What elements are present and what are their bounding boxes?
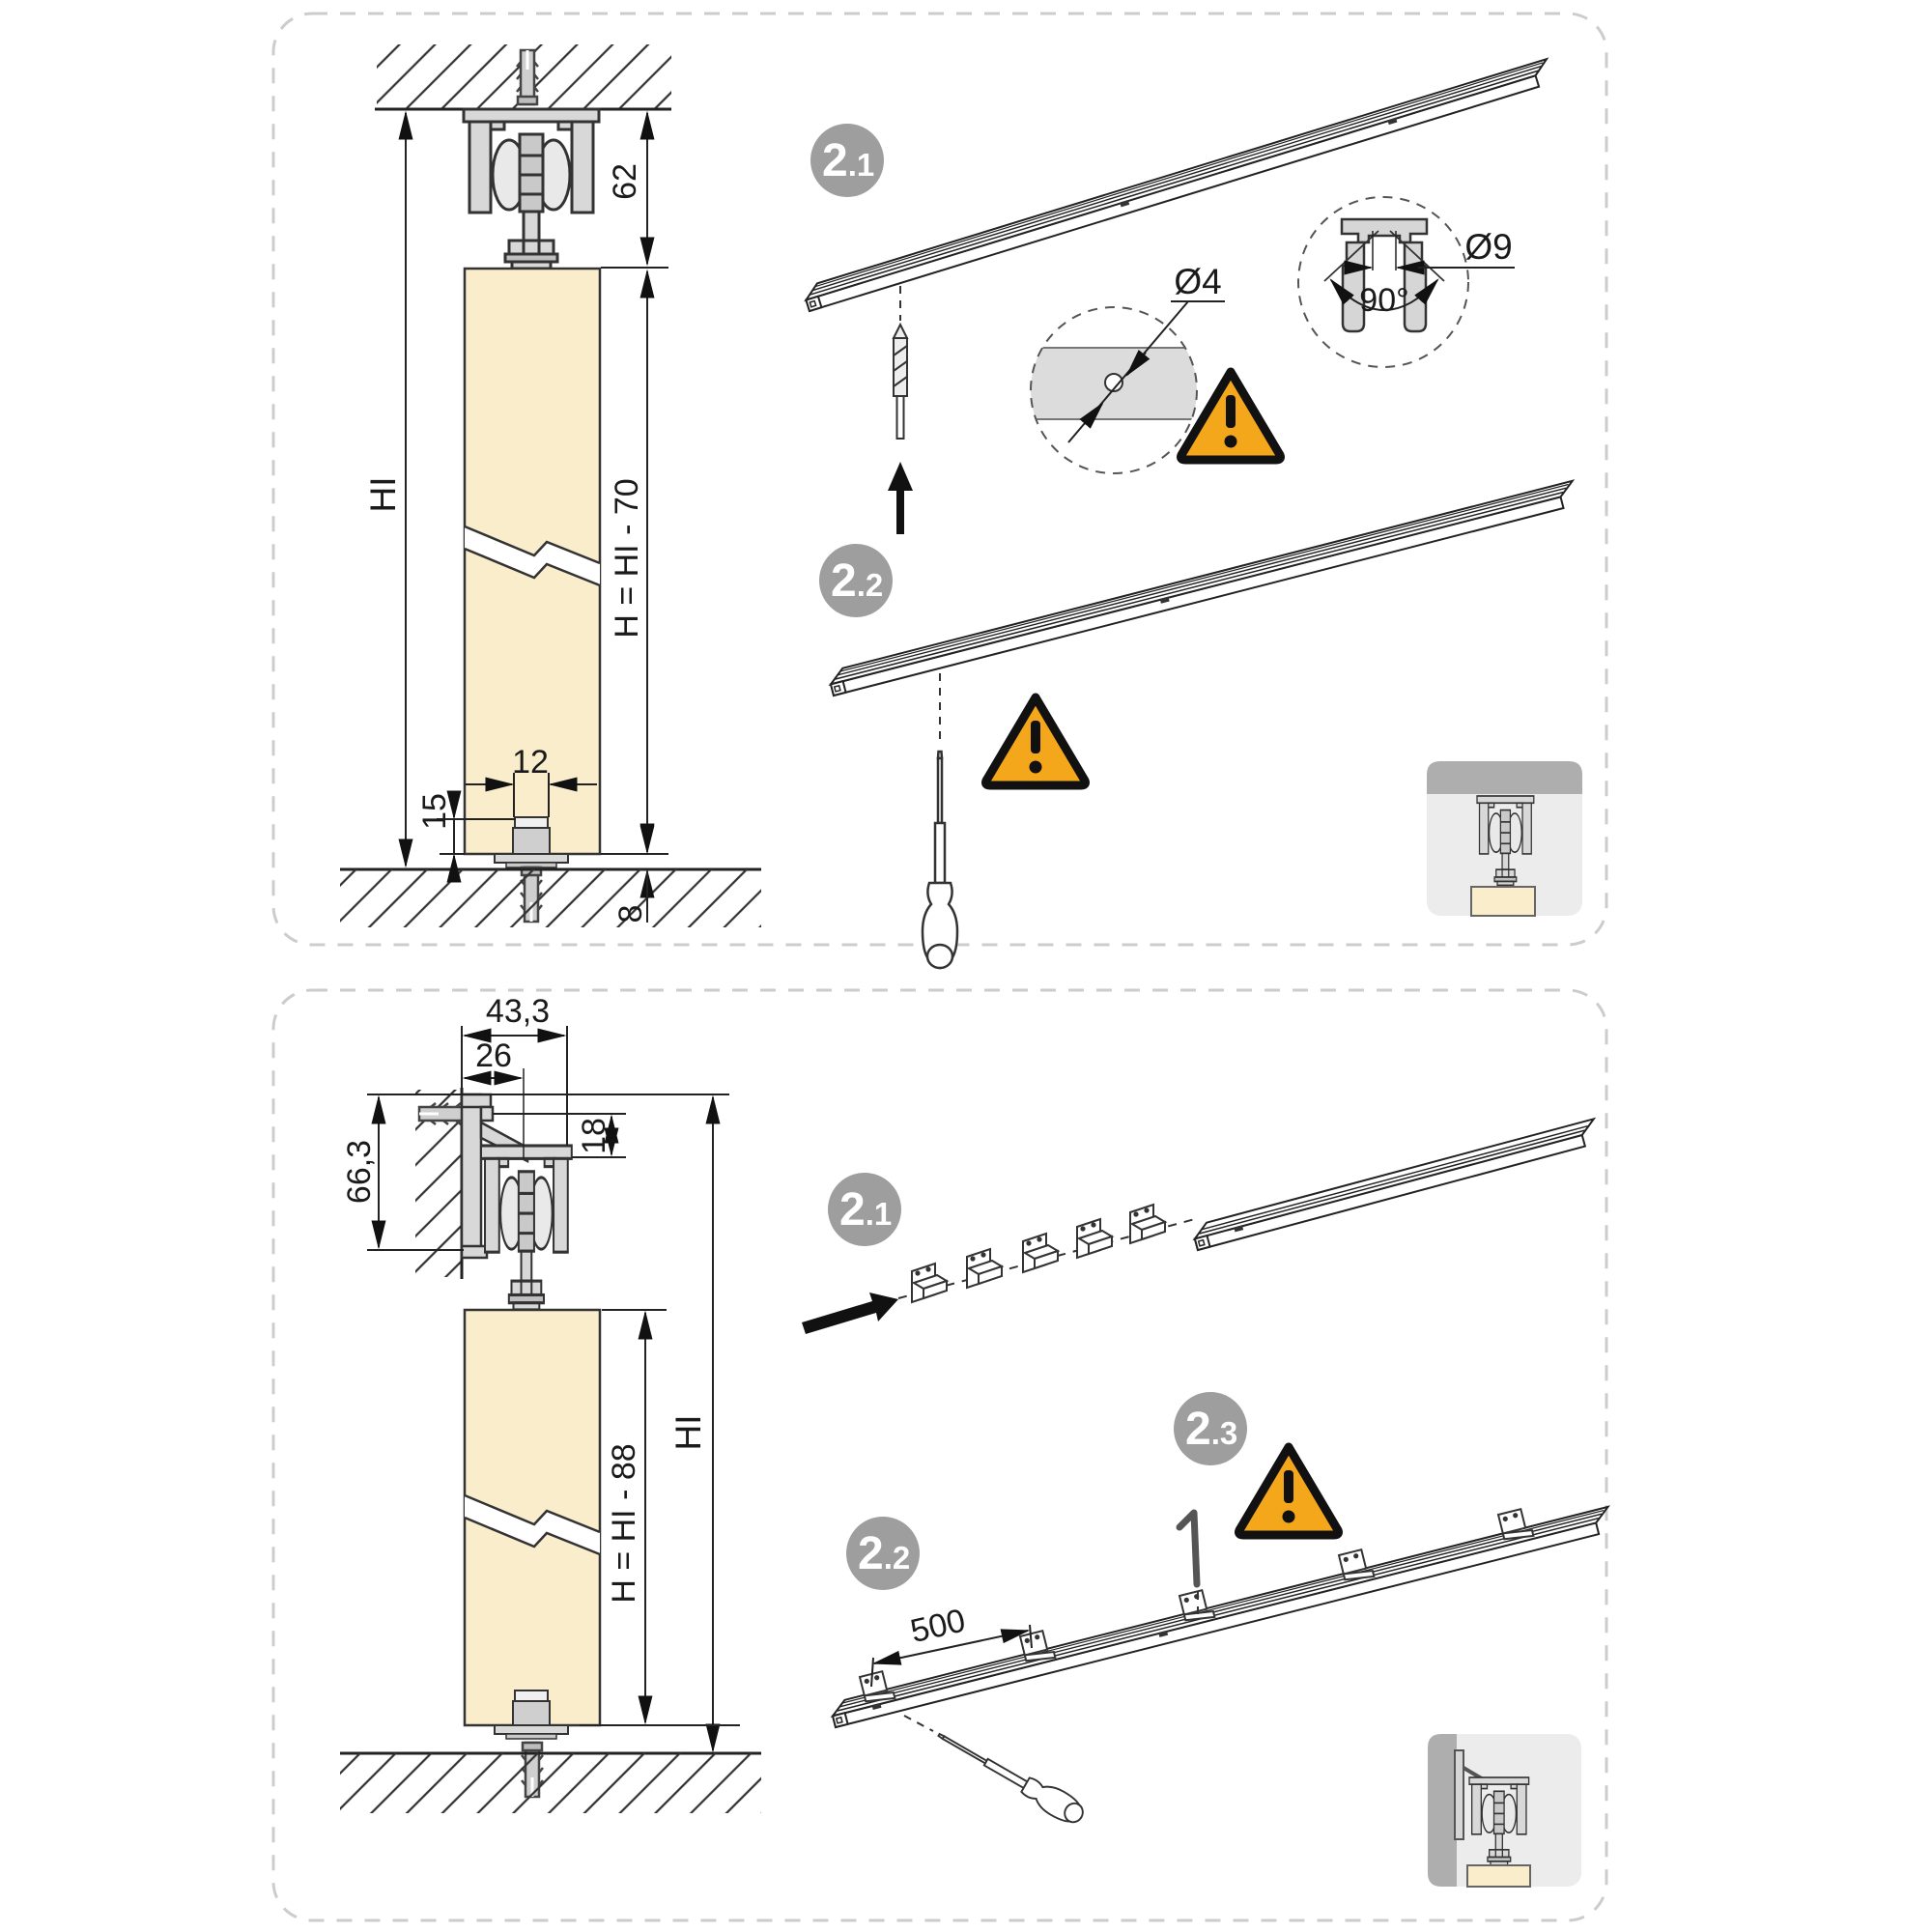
step-label: 2.1 bbox=[839, 1184, 892, 1236]
dim-door-height-label: H = HI - 70 bbox=[609, 478, 645, 638]
floor-hatch bbox=[340, 869, 761, 927]
rail-step21 bbox=[1192, 1117, 1597, 1252]
inset-door bbox=[1470, 886, 1536, 917]
dim-countersink-angle-label: 90° bbox=[1359, 282, 1408, 319]
step-label: 2.1 bbox=[822, 135, 874, 186]
bracket-icon bbox=[1076, 1218, 1113, 1259]
inset-wall-mount bbox=[1428, 1734, 1581, 1888]
bracket-icon bbox=[1022, 1233, 1059, 1273]
direction-arrow-icon bbox=[802, 1293, 898, 1334]
dim-62-label: 62 bbox=[607, 163, 643, 200]
wall-section-diagram: 43,3 26 66,3 18 HI H = HI - 88 bbox=[340, 993, 761, 1813]
warning-triangle-icon bbox=[1239, 1447, 1339, 1535]
dim-bracket-height-label: 66,3 bbox=[341, 1140, 378, 1204]
inset-door bbox=[1466, 1864, 1531, 1888]
step-2-2-top: 2.2 bbox=[819, 479, 1582, 970]
dim-drill-diameter-label: Ø4 bbox=[1174, 262, 1221, 301]
dim-rail-offset-label: 26 bbox=[475, 1037, 512, 1074]
step-label: 2.3 bbox=[1185, 1404, 1237, 1455]
dim-bracket-width-label: 43,3 bbox=[486, 993, 550, 1030]
screwdriver-icon bbox=[931, 1722, 1090, 1830]
panel-bottom-border bbox=[271, 988, 1608, 1922]
detail-rail-hole: 90° Ø9 bbox=[1297, 196, 1515, 368]
rail-step22 bbox=[828, 479, 1576, 697]
dim-bracket-spacing-label: 500 bbox=[907, 1602, 969, 1650]
roller-hanger-icon bbox=[479, 1144, 574, 1312]
inset-ceiling-band bbox=[1427, 761, 1582, 794]
dim-hi-label: HI bbox=[668, 1415, 708, 1451]
rail-step21 bbox=[804, 57, 1549, 313]
dim-rail-drop-label: 18 bbox=[576, 1118, 612, 1154]
bracket-icon bbox=[966, 1248, 1003, 1289]
dim-15-label: 15 bbox=[416, 793, 453, 830]
floor-guide-icon bbox=[494, 1690, 569, 1740]
ceiling-anchor-icon bbox=[515, 48, 540, 106]
inset-ceiling-mount bbox=[1427, 761, 1582, 917]
step-label: 2.2 bbox=[858, 1528, 910, 1579]
dimension-lines bbox=[367, 1026, 740, 1753]
step-badge bbox=[810, 124, 884, 197]
ceiling-section-diagram: HI 62 H = HI - 70 12 15 8 bbox=[340, 44, 761, 927]
step-label: 2.2 bbox=[831, 555, 883, 607]
dim-12-label: 12 bbox=[512, 744, 549, 781]
allen-key-icon bbox=[1176, 1509, 1201, 1588]
dim-door-height-label: H = HI - 88 bbox=[606, 1443, 642, 1603]
detail-drill-hole: Ø4 bbox=[1030, 262, 1225, 474]
dimension-lines bbox=[398, 110, 668, 923]
dimension-500 bbox=[870, 1624, 1033, 1688]
dim-hi-label: HI bbox=[363, 477, 403, 513]
roller-hanger-icon bbox=[462, 107, 601, 270]
screw-guide-dashed bbox=[903, 1715, 934, 1732]
floor-hatch bbox=[340, 1753, 761, 1813]
step-2-2-bottom: 2.2 500 bbox=[830, 1392, 1610, 1888]
bracket-icon bbox=[1129, 1204, 1166, 1244]
step-badge bbox=[819, 544, 893, 617]
inset-wall-band bbox=[1428, 1734, 1457, 1887]
floor-guide-icon bbox=[494, 816, 569, 868]
warning-triangle-icon bbox=[986, 697, 1086, 785]
step-2-1-bottom: 2.1 bbox=[802, 1117, 1597, 1334]
up-arrow-icon bbox=[888, 462, 913, 534]
step-badge bbox=[846, 1517, 920, 1590]
panel-bottom-wall-mount: 43,3 26 66,3 18 HI H = HI - 88 2.1 bbox=[271, 988, 1610, 1922]
dim-hole-diameter-label: Ø9 bbox=[1464, 227, 1512, 267]
dim-8-label: 8 bbox=[612, 905, 649, 923]
bracket-icon bbox=[911, 1263, 948, 1303]
step-badge-23 bbox=[1174, 1392, 1247, 1465]
step-2-1-top: 2.1 bbox=[804, 57, 1549, 534]
step-badge bbox=[828, 1173, 901, 1246]
panel-top-ceiling-mount: HI 62 H = HI - 70 12 15 8 2.1 bbox=[271, 12, 1608, 970]
drill-bit-icon bbox=[893, 324, 908, 440]
screwdriver-icon bbox=[921, 750, 959, 970]
